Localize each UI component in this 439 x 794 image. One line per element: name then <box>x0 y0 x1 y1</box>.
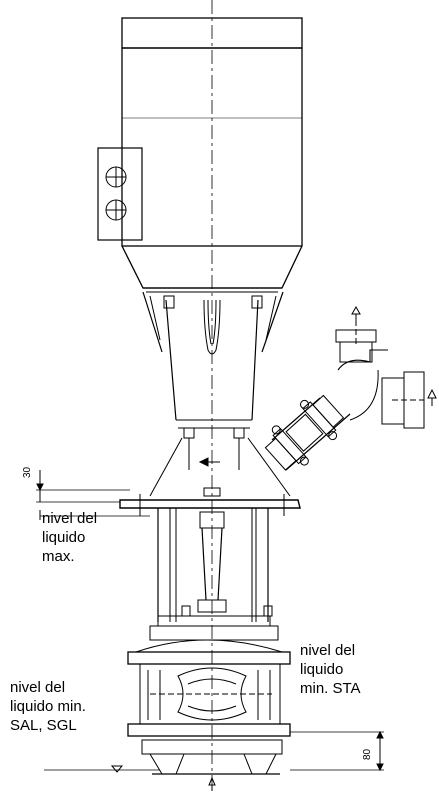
label-min-level-sta: nivel del liquido min. STA <box>300 641 361 698</box>
dimension-80 <box>376 730 384 772</box>
bearing-housing <box>149 605 279 641</box>
label-line: liquido <box>300 661 344 678</box>
discharge-pipe <box>264 320 425 471</box>
label-line: nivel del <box>42 510 98 527</box>
label-max-level: nivel del liquido max. <box>42 509 97 566</box>
label-line: min. STA <box>300 680 361 697</box>
label-line: SAL, SGL <box>10 717 77 734</box>
triangle-icon <box>110 765 124 773</box>
label-line: nivel del <box>10 679 66 696</box>
left-arrow-icon <box>198 457 220 467</box>
dimension-label-80: 80 <box>362 748 373 760</box>
label-line: nivel del <box>300 642 356 659</box>
terminal-box <box>97 147 143 241</box>
mounting-plate <box>119 487 301 622</box>
motor <box>121 17 303 293</box>
dimension-label-30: 30 <box>22 466 33 478</box>
label-min-level-sal-sgl: nivel del liquido min. SAL, SGL <box>10 678 86 735</box>
up-arrow-icon <box>427 388 437 406</box>
label-line: liquido min. <box>10 698 86 715</box>
label-line: liquido <box>42 529 86 546</box>
lantern <box>142 291 291 497</box>
pump-casing <box>127 639 291 775</box>
level-lines <box>36 489 384 771</box>
label-line: max. <box>42 548 75 565</box>
shaft <box>197 511 227 613</box>
crosshair-circle-icon <box>105 199 127 221</box>
up-arrow-icon <box>208 776 216 791</box>
dimension-30 <box>36 470 44 502</box>
crosshair-circle-icon <box>105 166 127 188</box>
up-arrow-icon <box>351 305 361 322</box>
